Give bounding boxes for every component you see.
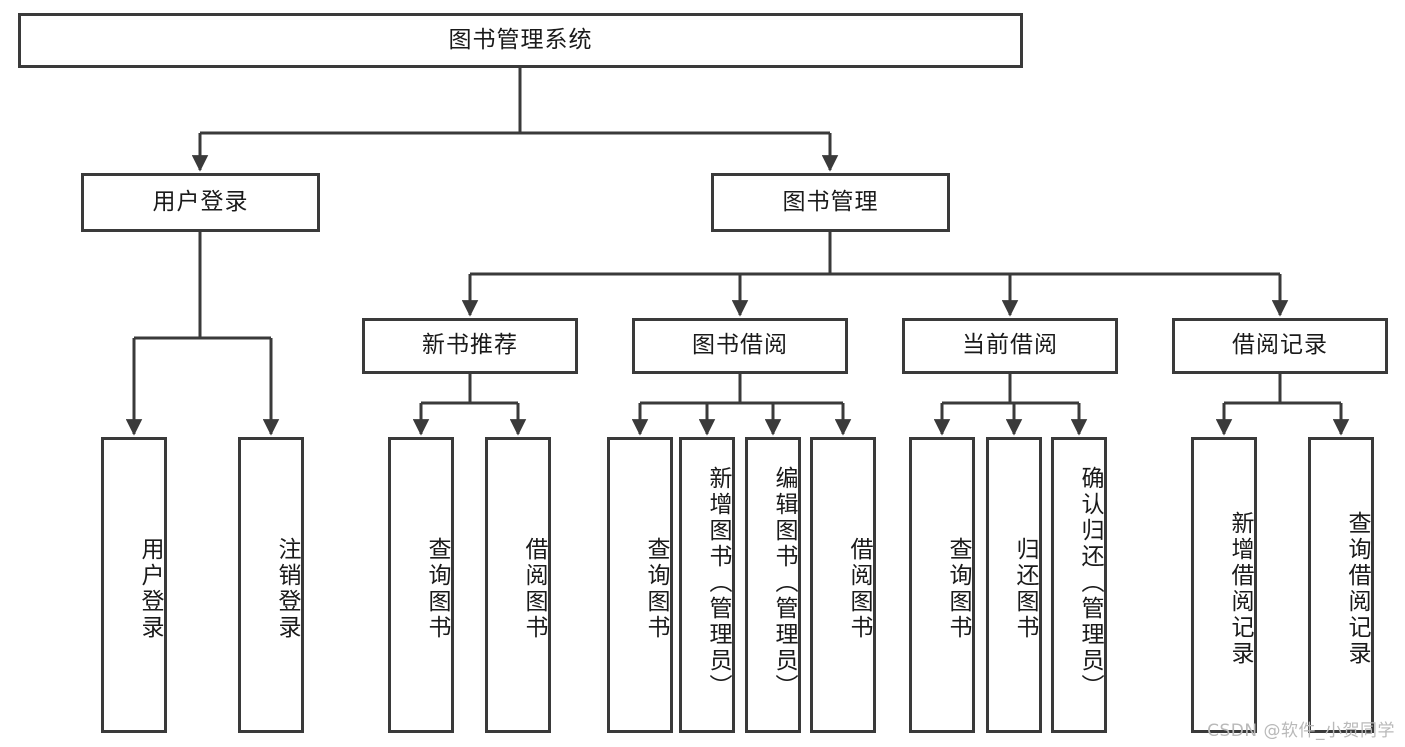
node-leaf-return-book-label: 归还图书: [1012, 537, 1038, 641]
node-leaf-confirm-return-admin-label: 确认归还（管理员）: [1077, 466, 1103, 700]
node-book-borrow-label: 图书借阅: [692, 332, 788, 359]
node-book-management-label: 图书管理: [782, 188, 879, 215]
node-leaf-user-login-label: 用户登录: [137, 537, 163, 641]
node-new-book-recommend-label: 新书推荐: [422, 332, 518, 359]
node-leaf-logout-login[interactable]: 注销登录: [238, 437, 304, 733]
node-leaf-add-book-admin-label: 新增图书（管理员）: [705, 466, 731, 700]
node-leaf-query-book-2-label: 查询图书: [643, 537, 669, 641]
node-leaf-confirm-return-admin[interactable]: 确认归还（管理员）: [1051, 437, 1107, 733]
node-user-login-label: 用户登录: [152, 188, 249, 215]
node-leaf-query-book-2[interactable]: 查询图书: [607, 437, 673, 733]
node-leaf-borrow-book-2-label: 借阅图书: [846, 537, 872, 641]
node-new-book-recommend[interactable]: 新书推荐: [362, 318, 578, 374]
node-leaf-logout-login-label: 注销登录: [274, 537, 300, 641]
node-current-borrow[interactable]: 当前借阅: [902, 318, 1118, 374]
node-leaf-edit-book-admin[interactable]: 编辑图书（管理员）: [745, 437, 801, 733]
node-leaf-borrow-book-2[interactable]: 借阅图书: [810, 437, 876, 733]
node-leaf-query-book-3[interactable]: 查询图书: [909, 437, 975, 733]
node-leaf-query-borrow-record-label: 查询借阅记录: [1344, 511, 1370, 667]
node-leaf-query-book-1[interactable]: 查询图书: [388, 437, 454, 733]
node-leaf-add-borrow-record-label: 新增借阅记录: [1227, 511, 1253, 667]
node-borrow-record[interactable]: 借阅记录: [1172, 318, 1388, 374]
node-leaf-edit-book-admin-label: 编辑图书（管理员）: [771, 466, 797, 700]
node-leaf-user-login[interactable]: 用户登录: [101, 437, 167, 733]
node-leaf-query-book-1-label: 查询图书: [424, 537, 450, 641]
node-leaf-add-borrow-record[interactable]: 新增借阅记录: [1191, 437, 1257, 733]
node-leaf-borrow-book-1[interactable]: 借阅图书: [485, 437, 551, 733]
node-book-borrow[interactable]: 图书借阅: [632, 318, 848, 374]
node-root-label: 图书管理系统: [448, 26, 593, 53]
node-leaf-return-book[interactable]: 归还图书: [986, 437, 1042, 733]
node-leaf-query-borrow-record[interactable]: 查询借阅记录: [1308, 437, 1374, 733]
node-book-management[interactable]: 图书管理: [711, 173, 950, 232]
node-leaf-borrow-book-1-label: 借阅图书: [521, 537, 547, 641]
csdn-watermark: CSDN @软件_小贺同学: [1207, 721, 1395, 741]
node-leaf-query-book-3-label: 查询图书: [945, 537, 971, 641]
node-leaf-add-book-admin[interactable]: 新增图书（管理员）: [679, 437, 735, 733]
node-borrow-record-label: 借阅记录: [1232, 332, 1328, 359]
node-root[interactable]: 图书管理系统: [18, 13, 1023, 68]
node-current-borrow-label: 当前借阅: [962, 332, 1058, 359]
node-user-login[interactable]: 用户登录: [81, 173, 320, 232]
